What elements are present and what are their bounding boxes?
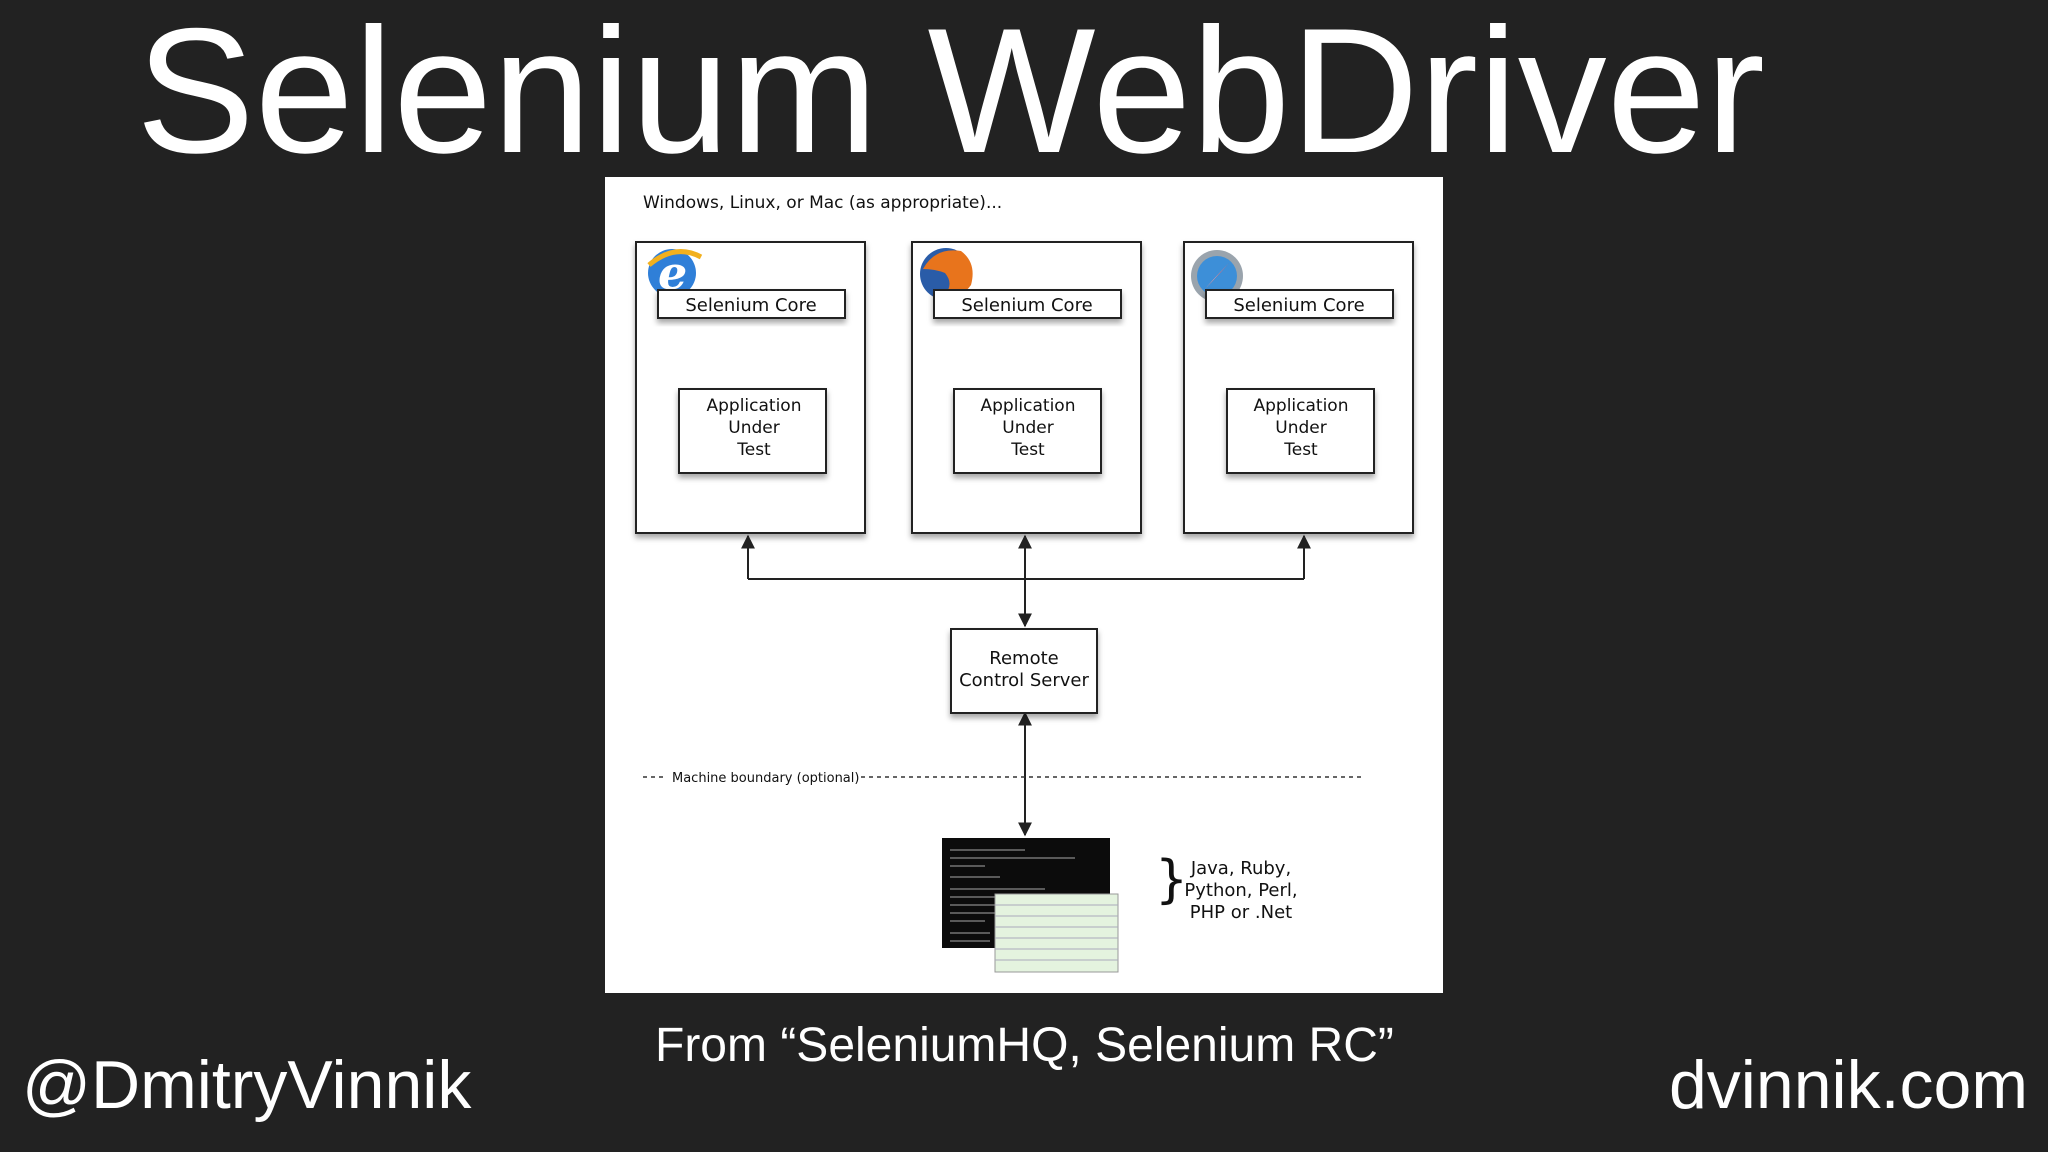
app-under-test-line: Under	[1275, 418, 1326, 438]
app-under-test-line: Under	[728, 418, 779, 438]
app-under-test-line: Test	[1010, 440, 1045, 460]
connector-lines	[741, 534, 1311, 837]
app-under-test-line: Application	[981, 396, 1076, 416]
browser-box-firefox: Selenium Core Application Under Test	[911, 241, 1142, 534]
brace-icon: }	[1155, 850, 1188, 910]
languages-line: Python, Perl,	[1184, 880, 1297, 901]
client-code-terminal	[942, 838, 1119, 973]
app-under-test-line: Under	[1002, 418, 1053, 438]
remote-control-server: Remote Control Server	[950, 628, 1098, 714]
author-handle: @DmitryVinnik	[22, 1047, 472, 1123]
architecture-diagram: Windows, Linux, or Mac (as appropriate).…	[605, 177, 1443, 993]
author-website: dvinnik.com	[1668, 1047, 2028, 1123]
languages-line: PHP or .Net	[1190, 902, 1292, 923]
boundary-label: Machine boundary (optional)	[672, 771, 859, 786]
browser-box-safari: Selenium Core Application Under Test	[1183, 241, 1414, 534]
client-languages: } Java, Ruby, Python, Perl, PHP or .Net	[1155, 850, 1298, 923]
selenium-core-label: Selenium Core	[1233, 295, 1364, 316]
selenium-core-label: Selenium Core	[961, 295, 1092, 316]
firefox-icon	[920, 248, 973, 300]
os-label: Windows, Linux, or Mac (as appropriate).…	[643, 193, 1002, 213]
server-label-line: Remote	[989, 648, 1058, 669]
server-label-line: Control Server	[959, 670, 1089, 691]
figure-caption: From “SeleniumHQ, Selenium RC”	[655, 1019, 1394, 1072]
architecture-diagram-svg: Windows, Linux, or Mac (as appropriate).…	[635, 193, 1414, 973]
selenium-core-label: Selenium Core	[685, 295, 816, 316]
app-under-test-line: Test	[1283, 440, 1318, 460]
app-under-test-line: Application	[1254, 396, 1349, 416]
browser-box-ie: e Selenium Core Application Under Test	[635, 241, 866, 534]
app-under-test-line: Test	[736, 440, 771, 460]
machine-boundary: Machine boundary (optional)	[643, 771, 1365, 786]
slide-title: Selenium WebDriver	[136, 0, 1765, 190]
app-under-test-line: Application	[707, 396, 802, 416]
languages-line: Java, Ruby,	[1190, 858, 1291, 879]
